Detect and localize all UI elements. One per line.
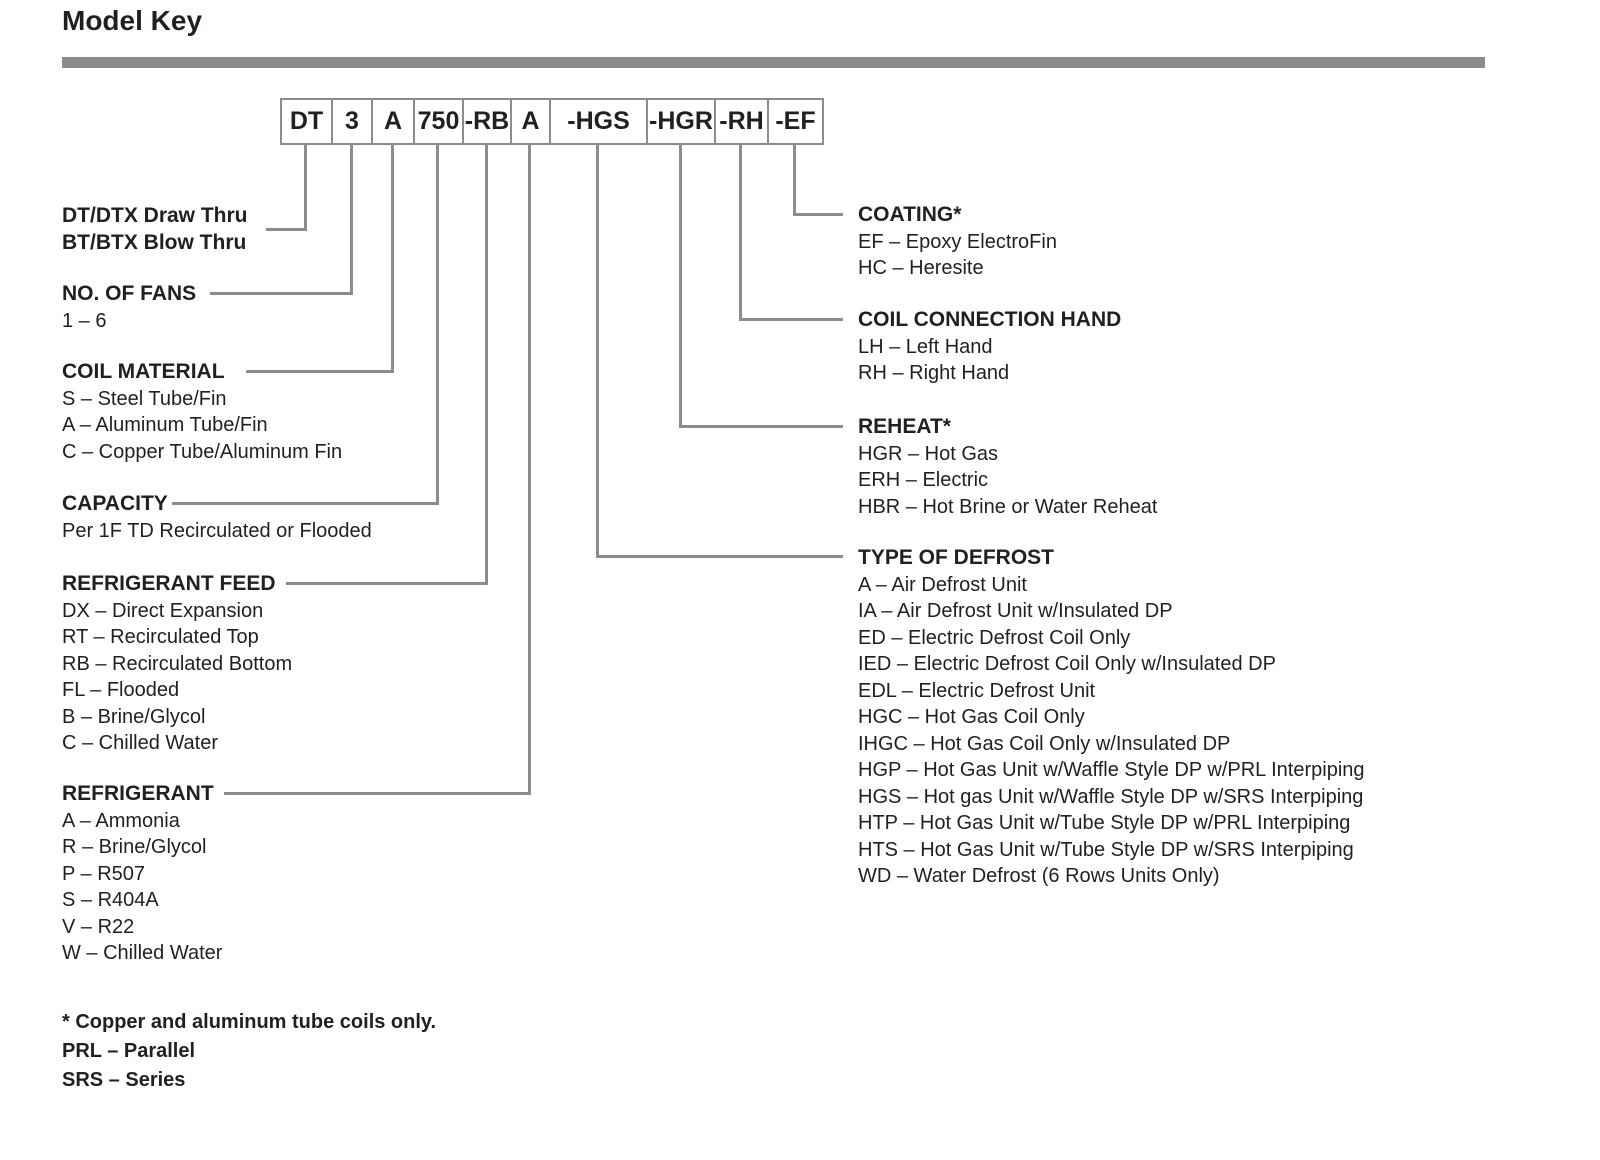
type-of-defrost-item: HTS – Hot Gas Unit w/Tube Style DP w/SRS… — [858, 838, 1354, 861]
section-coil-material: COIL MATERIAL S – Steel Tube/Fin A – Alu… — [62, 359, 342, 465]
model-box-dt: DT — [280, 98, 333, 145]
connector-hline-capacity — [172, 502, 439, 505]
section-capacity: CAPACITY Per 1F TD Recirculated or Flood… — [62, 491, 372, 544]
connector-hline-refrigerant — [224, 792, 531, 795]
refrigerant-item: P – R507 — [62, 862, 146, 885]
coil-material-item: C – Copper Tube/Aluminum Fin — [62, 440, 343, 463]
type-of-defrost-item: HTP – Hot Gas Unit w/Tube Style DP w/PRL… — [858, 812, 1351, 834]
refrigerant-item: A – Ammonia — [62, 809, 180, 832]
connector-vline-refrigerant — [528, 145, 531, 795]
reheat-item: HBR – Hot Brine or Water Reheat — [858, 495, 1158, 518]
connector-hline-reheat — [679, 425, 843, 428]
coating-item: EF – Epoxy ElectroFin — [858, 230, 1057, 253]
footnote-prl: PRL – Parallel — [62, 1040, 196, 1062]
section-no-of-fans: NO. OF FANS 1 – 6 — [62, 281, 196, 334]
connector-vline-dt — [304, 145, 307, 231]
type-of-defrost-item: WD – Water Defrost (6 Rows Units Only) — [858, 865, 1220, 887]
model-box-defrost: -HGS — [549, 98, 648, 145]
type-of-defrost-item: A – Air Defrost Unit — [858, 573, 1027, 596]
model-box-fans: 3 — [331, 98, 373, 145]
capacity-heading: CAPACITY — [62, 492, 168, 515]
connector-vline-refrigerant-feed — [485, 145, 488, 585]
coil-connection-hand-item: RH – Right Hand — [858, 362, 1010, 384]
type-of-defrost-item: IHGC – Hot Gas Coil Only w/Insulated DP — [858, 732, 1231, 755]
type-of-defrost-item: HGS – Hot gas Unit w/Waffle Style DP w/S… — [858, 785, 1364, 808]
coil-material-item: S – Steel Tube/Fin — [62, 387, 227, 410]
type-of-defrost-item: IA – Air Defrost Unit w/Insulated DP — [858, 600, 1173, 622]
title-rule — [62, 57, 1485, 68]
refrigerant-feed-item: B – Brine/Glycol — [62, 705, 206, 728]
reheat-heading: REHEAT* — [858, 415, 951, 438]
connector-vline-fans — [350, 145, 353, 295]
coating-item: HC – Heresite — [858, 257, 984, 279]
footnotes: * Copper and aluminum tube coils only. P… — [62, 1008, 436, 1095]
refrigerant-feed-item: DX – Direct Expansion — [62, 599, 264, 622]
refrigerant-heading: REFRIGERANT — [62, 782, 214, 805]
connector-vline-capacity — [436, 145, 439, 505]
model-box-capacity: 750 — [413, 98, 464, 145]
coil-connection-hand-item: LH – Left Hand — [858, 335, 993, 358]
section-refrigerant: REFRIGERANT A – Ammonia R – Brine/Glycol… — [62, 781, 222, 967]
connector-vline-coating — [793, 145, 796, 216]
section-unit-type: DT/DTX Draw Thru BT/BTX Blow Thru — [62, 202, 248, 256]
refrigerant-feed-item: RB – Recirculated Bottom — [62, 652, 293, 675]
connector-hline-coil-material — [246, 370, 394, 373]
refrigerant-feed-item: RT – Recirculated Top — [62, 626, 259, 648]
connector-hline-refrigerant-feed — [286, 582, 488, 585]
footnote-asterisk: * Copper and aluminum tube coils only. — [62, 1011, 437, 1033]
connector-vline-reheat — [679, 145, 682, 428]
type-of-defrost-item: EDL – Electric Defrost Unit — [858, 679, 1096, 702]
connector-hline-fans — [210, 292, 353, 295]
connector-hline-defrost — [596, 555, 843, 558]
type-of-defrost-heading: TYPE OF DEFROST — [858, 546, 1055, 569]
refrigerant-item: W – Chilled Water — [62, 942, 223, 964]
connector-vline-defrost — [596, 145, 599, 558]
connector-vline-coil-material — [391, 145, 394, 373]
connector-hline-coating — [793, 213, 843, 216]
section-coating: COATING* EF – Epoxy ElectroFin HC – Here… — [858, 202, 1057, 282]
model-box-reheat: -HGR — [646, 98, 716, 145]
model-box-refrigerant-feed: -RB — [462, 98, 512, 145]
footnote-srs: SRS – Series — [62, 1069, 186, 1091]
coil-material-heading: COIL MATERIAL — [62, 360, 225, 383]
refrigerant-item: R – Brine/Glycol — [62, 836, 207, 858]
refrigerant-item: S – R404A — [62, 889, 159, 911]
section-reheat: REHEAT* HGR – Hot Gas ERH – Electric HBR… — [858, 414, 1157, 520]
model-box-coating: -EF — [767, 98, 824, 145]
capacity-item: Per 1F TD Recirculated or Flooded — [62, 519, 372, 542]
coil-material-item: A – Aluminum Tube/Fin — [62, 414, 268, 436]
model-box-refrigerant: A — [510, 98, 551, 145]
refrigerant-feed-item: C – Chilled Water — [62, 732, 218, 754]
connector-hline-connection-hand — [739, 318, 843, 321]
reheat-item: ERH – Electric — [858, 469, 989, 491]
page-title: Model Key — [62, 5, 203, 36]
section-coil-connection-hand: COIL CONNECTION HAND LH – Left Hand RH –… — [858, 307, 1121, 387]
no-of-fans-item: 1 – 6 — [62, 309, 107, 332]
type-of-defrost-item: HGC – Hot Gas Coil Only — [858, 706, 1085, 728]
unit-type-line-1: DT/DTX Draw Thru — [62, 204, 248, 227]
type-of-defrost-item: HGP – Hot Gas Unit w/Waffle Style DP w/P… — [858, 759, 1365, 781]
unit-type-line-2: BT/BTX Blow Thru — [62, 231, 247, 254]
model-box-connection-hand: -RH — [714, 98, 769, 145]
type-of-defrost-item: IED – Electric Defrost Coil Only w/Insul… — [858, 653, 1276, 675]
connector-vline-connection-hand — [739, 145, 742, 321]
reheat-item: HGR – Hot Gas — [858, 442, 999, 465]
model-box-coil-material: A — [371, 98, 415, 145]
refrigerant-item: V – R22 — [62, 915, 135, 938]
type-of-defrost-item: ED – Electric Defrost Coil Only — [858, 626, 1131, 649]
coating-heading: COATING* — [858, 203, 962, 226]
refrigerant-feed-heading: REFRIGERANT FEED — [62, 572, 276, 595]
no-of-fans-heading: NO. OF FANS — [62, 282, 197, 305]
connector-hline-dt — [266, 228, 307, 231]
coil-connection-hand-heading: COIL CONNECTION HAND — [858, 308, 1122, 331]
section-type-of-defrost: TYPE OF DEFROST A – Air Defrost Unit IA … — [858, 545, 1365, 890]
refrigerant-feed-item: FL – Flooded — [62, 679, 180, 701]
section-refrigerant-feed: REFRIGERANT FEED DX – Direct Expansion R… — [62, 571, 292, 757]
